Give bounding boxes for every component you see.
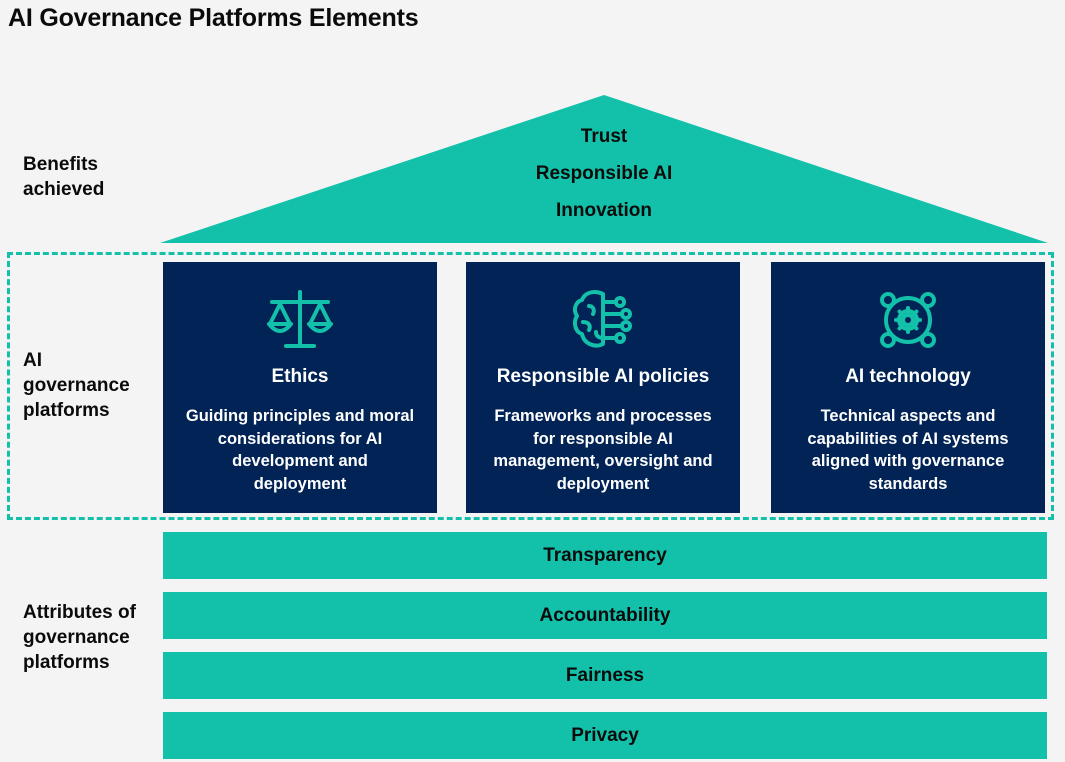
- pillar-description: Frameworks and processes for responsible…: [493, 407, 713, 493]
- page-title: AI Governance Platforms Elements: [8, 4, 419, 32]
- pillar-title: Ethics: [271, 366, 329, 387]
- roof-item-innovation: Innovation: [555, 200, 653, 221]
- pillar-ai-technology: AI technology Technical aspects and capa…: [771, 262, 1045, 513]
- attribute-bar-fairness: Fairness: [163, 652, 1047, 699]
- scales-icon: [267, 290, 333, 348]
- row-label-benefits: Benefits achieved: [23, 154, 105, 200]
- pillar-responsible-ai-policies: Responsible AI policies Frameworks and p…: [466, 262, 740, 513]
- attribute-bar-transparency: Transparency: [163, 532, 1047, 579]
- pillar-title: AI technology: [845, 366, 971, 387]
- attribute-bar-privacy: Privacy: [163, 712, 1047, 759]
- brain-circuit-icon: [572, 290, 632, 348]
- pillar-ethics: Ethics Guiding principles and moral cons…: [163, 262, 437, 513]
- roof-triangle: [160, 95, 1048, 243]
- pillar-description: Technical aspects and capabilities of AI…: [807, 407, 1009, 493]
- gear-network-icon: [880, 292, 936, 348]
- row-label-platforms: AI governance platforms: [23, 350, 130, 421]
- pillar-title: Responsible AI policies: [496, 366, 710, 387]
- pillar-description: Guiding principles and moral considerati…: [185, 407, 415, 493]
- attribute-bar-accountability: Accountability: [163, 592, 1047, 639]
- platforms-dashed-frame: [7, 252, 1054, 520]
- roof-item-trust: Trust: [580, 126, 628, 147]
- row-label-attributes: Attributes of governance platforms: [23, 602, 136, 673]
- roof-item-responsible-ai: Responsible AI: [535, 163, 673, 184]
